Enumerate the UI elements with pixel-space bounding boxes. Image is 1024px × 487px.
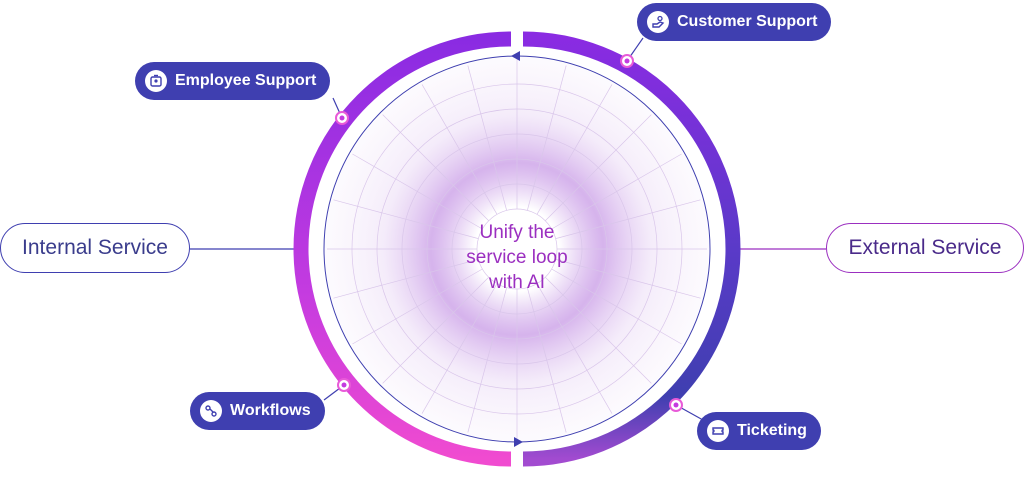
outer-ring-left [293, 31, 512, 467]
ticketing-label: Ticketing [737, 422, 807, 439]
employee-support-node[interactable]: Employee Support [135, 62, 331, 100]
flow-icon [200, 400, 222, 422]
center-line-3: with AI [489, 272, 545, 293]
grid-spoke [527, 287, 567, 433]
center-caption: Unify the service loop with AI [432, 220, 602, 295]
grid-spoke [333, 259, 479, 299]
grid-spoke [382, 277, 489, 384]
bottom-arrow-icon [514, 437, 523, 447]
grid-spoke [551, 153, 682, 230]
grid-spoke [536, 283, 613, 414]
workflows-label: Workflows [230, 402, 311, 419]
center-line-1: Unify the [479, 222, 555, 243]
center-line-2: service loop [466, 247, 568, 268]
top-arrow-icon [511, 51, 520, 61]
grid-spoke [467, 65, 507, 211]
external-service-label: External Service [826, 223, 1024, 273]
grid-spoke [545, 277, 652, 384]
grid-spoke [421, 84, 498, 215]
id-badge-icon [145, 70, 167, 92]
grid-spoke [333, 199, 479, 239]
ticket-icon [707, 420, 729, 442]
grid-spoke [467, 287, 507, 433]
grid-spoke [555, 259, 701, 299]
grid-spoke [555, 199, 701, 239]
customer-support-label: Customer Support [677, 13, 818, 30]
grid-spoke [551, 268, 682, 345]
ticketing-node[interactable]: Ticketing [697, 412, 821, 450]
hand-heart-icon [647, 11, 669, 33]
polar-spokes [327, 59, 707, 439]
grid-spoke [421, 283, 498, 414]
grid-spoke [352, 268, 483, 345]
customer-support-node[interactable]: Customer Support [637, 3, 832, 41]
internal-service-label: Internal Service [0, 223, 190, 273]
node-dots [335, 54, 683, 412]
grid-spoke [527, 65, 567, 211]
grid-spoke [536, 84, 613, 215]
grid-spoke [352, 153, 483, 230]
employee-support-label: Employee Support [175, 72, 317, 89]
workflows-node[interactable]: Workflows [190, 392, 325, 430]
grid-spoke [382, 114, 489, 221]
grid-spoke [545, 114, 652, 221]
